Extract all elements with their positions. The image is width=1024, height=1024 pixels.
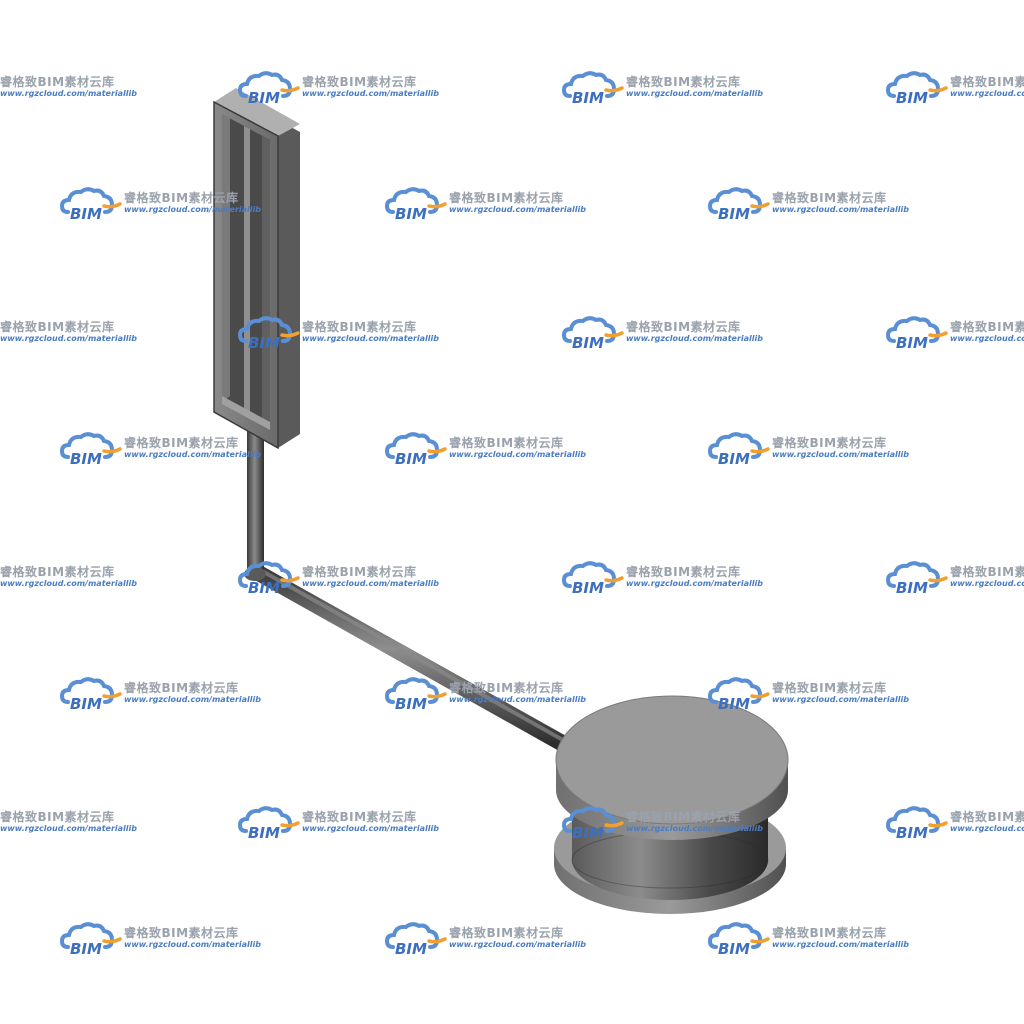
- round-tank: [554, 695, 789, 914]
- vertical-pipe: [244, 428, 266, 581]
- diagonal-pipe: [247, 563, 571, 752]
- drainage-channel: [213, 88, 300, 450]
